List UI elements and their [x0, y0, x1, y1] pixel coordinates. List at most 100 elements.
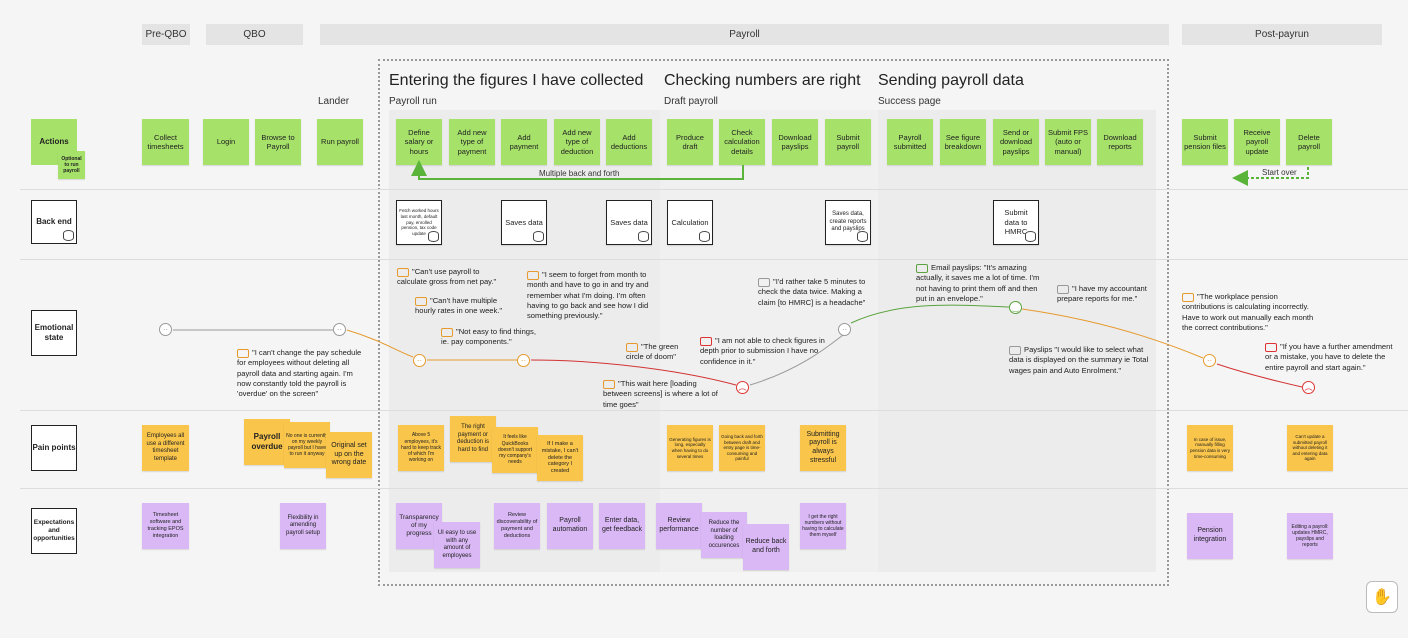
action-add-deductions: Add deductions — [606, 119, 652, 165]
comment-icon — [441, 327, 453, 337]
database-icon — [699, 231, 710, 242]
hand-tool-button[interactable]: ✋ — [1366, 581, 1398, 613]
lane-label-emotional-state: Emotional state — [31, 310, 77, 356]
emotion-line — [1216, 363, 1303, 388]
quote-delete-entire: "If you have a further amendment or a mi… — [1265, 342, 1400, 373]
lane-divider — [20, 189, 1408, 190]
payroll-focus-frame — [378, 59, 1169, 586]
backend-saves-data-2: Saves data — [606, 200, 652, 245]
unsure-face-icon: ·· — [413, 354, 426, 367]
expect-review-discoverability: Review discoverability of payment and de… — [494, 503, 540, 549]
backend-text: Saves data, create reports and payslips — [829, 211, 867, 233]
comment-icon — [916, 263, 928, 273]
database-icon — [638, 231, 649, 242]
backend-text: Submit data to HMRC — [1004, 208, 1028, 237]
phase-pre-qbo: Pre-QBO — [142, 24, 190, 45]
comment-icon — [1009, 345, 1021, 355]
lane-label-pain-points: Pain points — [31, 425, 77, 471]
pain-cant-update-submitted: Can't update a submitted payroll without… — [1287, 425, 1333, 471]
quote-text: "Can't use payroll to calculate gross fr… — [397, 267, 497, 287]
pain-timesheet-template: Employees all use a different timesheet … — [142, 425, 189, 471]
action-define-salary: Define salary or hours — [396, 119, 442, 165]
expect-timesheet-epos: Timesheet software and tracking EPOS int… — [142, 503, 189, 549]
pain-above-5-employees: Above 5 employees, it's hard to keep tra… — [398, 425, 444, 471]
expect-flexibility-setup: Flexibility in amending payroll setup — [280, 503, 326, 549]
backend-text: Saves data — [610, 217, 648, 227]
section-band-sending — [878, 110, 1156, 572]
section-title-checking: Checking numbers are right — [664, 72, 861, 89]
backend-fetch-text: Fetch worked hours last month, default p… — [399, 208, 439, 236]
comment-icon — [758, 277, 770, 287]
comment-icon — [1265, 342, 1277, 352]
section-title-entering: Entering the figures I have collected — [389, 72, 644, 89]
quote-email-payslips: Email payslips: "It's amazing actually, … — [916, 263, 1050, 304]
action-download-payslips: Download payslips — [772, 119, 818, 165]
action-produce-draft: Produce draft — [667, 119, 713, 165]
backend-calculation: Calculation — [667, 200, 713, 245]
section-subtitle-sending: Success page — [878, 96, 941, 107]
quote-text: "If you have a further amendment or a mi… — [1265, 342, 1393, 372]
pain-generating-long: Generating figures is long, especially w… — [667, 425, 713, 471]
quote-text: Payslips "I would like to select what da… — [1009, 345, 1149, 375]
quote-payslips-select: Payslips "I would like to select what da… — [1009, 345, 1149, 376]
database-icon — [533, 231, 544, 242]
comment-icon — [415, 296, 427, 306]
quote-green-circle: "The green circle of doom" — [626, 342, 686, 363]
database-icon — [857, 231, 868, 242]
quote-forget-month: "I seem to forget from month to month an… — [527, 270, 655, 321]
quote-text: "This wait here [loading between screens… — [603, 379, 718, 409]
expect-pension-integration: Pension integration — [1187, 513, 1233, 559]
comment-icon — [1057, 284, 1069, 294]
sad-face-icon: ︵ — [1302, 381, 1315, 394]
phase-payroll: Payroll — [320, 24, 1169, 45]
backend-saves-create-reports: Saves data, create reports and payslips — [825, 200, 871, 245]
quote-text: "I have my accountant prepare reports fo… — [1057, 284, 1147, 304]
quote-not-easy-find: "Not easy to find things, ie. pay compon… — [441, 327, 541, 348]
action-submit-payroll: Submit payroll — [825, 119, 871, 165]
database-icon — [1025, 231, 1036, 242]
lane-label-back-end: Back end — [31, 200, 77, 244]
expect-enter-data-feedback: Enter data, get feedback — [599, 503, 645, 549]
action-receive-payroll-update: Receive payroll update — [1234, 119, 1280, 165]
quote-text: "I am not able to check figures in depth… — [700, 336, 825, 366]
quote-wait-loading: "This wait here [loading between screens… — [603, 379, 723, 410]
action-delete-payroll: Delete payroll — [1286, 119, 1332, 165]
unsure-face-icon: ·· — [1203, 354, 1216, 367]
start-over-label: Start over — [1262, 168, 1297, 177]
neutral-face-icon: ·· — [838, 323, 851, 336]
pain-no-one-weekly: No one is currently on my weekly payroll… — [284, 422, 330, 468]
quote-text: "The green circle of doom" — [626, 342, 679, 362]
comment-icon — [626, 342, 638, 352]
action-see-figure-breakdown: See figure breakdown — [940, 119, 986, 165]
pain-right-payment: The right payment or deduction is hard t… — [450, 416, 496, 462]
hand-icon: ✋ — [1372, 589, 1392, 606]
phase-qbo: QBO — [206, 24, 303, 45]
quote-gross-net: "Can't use payroll to calculate gross fr… — [397, 267, 507, 288]
emotion-line — [1021, 308, 1204, 359]
neutral-face-icon: ·· — [159, 323, 172, 336]
emotion-line — [346, 329, 414, 358]
pain-submitting-stressful: Submitting payroll is always stressful — [800, 425, 846, 471]
action-submit-fps: Submit FPS (auto or manual) — [1045, 119, 1091, 165]
action-check-calculation: Check calculation details — [719, 119, 765, 165]
emotion-line — [749, 334, 844, 386]
action-send-download-payslips: Send or download payslips — [993, 119, 1039, 165]
backend-saves-data-1: Saves data — [501, 200, 547, 245]
happy-face-icon: ‿ — [1009, 301, 1022, 314]
multiple-back-forth-label: Multiple back and forth — [539, 169, 620, 178]
sad-face-icon: ︵ — [736, 381, 749, 394]
backend-text: Calculation — [671, 217, 709, 227]
expect-ui-easy: UI easy to use with any amount of employ… — [434, 522, 480, 568]
quote-no-confidence: "I am not able to check figures in depth… — [700, 336, 825, 367]
action-collect-timesheets: Collect timesheets — [142, 119, 189, 165]
comment-icon — [237, 348, 249, 358]
expect-reduce-loading: Reduce the number of loading occurences — [701, 512, 747, 558]
comment-icon — [1182, 292, 1194, 302]
action-add-deduction-type: Add new type of deduction — [554, 119, 600, 165]
pain-back-forth-draft: Going back and forth between draft and e… — [719, 425, 765, 471]
expect-review-performance: Review performance — [656, 503, 702, 549]
section-band-checking — [660, 110, 878, 572]
quote-text: "I seem to forget from month to month an… — [527, 270, 649, 320]
database-icon — [428, 231, 439, 242]
multiple-back-forth-arrow — [411, 160, 744, 180]
